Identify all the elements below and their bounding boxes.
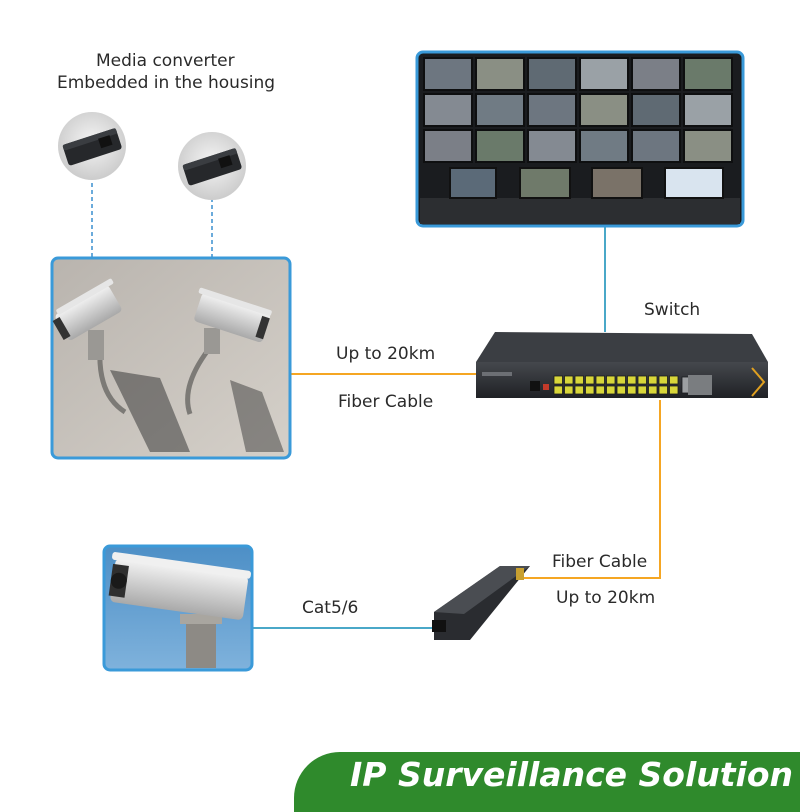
wall-cameras-photo [50, 256, 292, 460]
monitor-tile [475, 129, 525, 163]
monitor-tile [579, 129, 629, 163]
monitor-tile [475, 57, 525, 91]
ethernet-port [564, 375, 574, 385]
monitor-tile [631, 93, 681, 127]
ethernet-port [627, 385, 637, 395]
ethernet-port [658, 375, 668, 385]
ethernet-port [606, 375, 616, 385]
ethernet-port [564, 385, 574, 395]
ethernet-port [637, 385, 647, 395]
ethernet-port [553, 385, 563, 395]
video-wall-photo [415, 50, 745, 228]
monitor-tile [423, 57, 473, 91]
monitor-tile [579, 93, 629, 127]
network-switch [476, 332, 768, 398]
fiber-range-bottom-label: Up to 20km [556, 588, 656, 608]
ethernet-port [585, 385, 595, 395]
monitor-tile [579, 57, 629, 91]
media-converter-circle-right [178, 132, 246, 200]
wall-camera-left [52, 278, 127, 415]
fiber-cable-top-label: Fiber Cable [338, 392, 434, 412]
monitor-tile [423, 93, 473, 127]
monitor-grid [423, 57, 733, 163]
monitor-tile [527, 57, 577, 91]
ethernet-port [637, 375, 647, 385]
ethernet-port [553, 375, 563, 385]
ethernet-port [574, 375, 584, 385]
ethernet-port [616, 375, 626, 385]
monitor-tile [683, 57, 733, 91]
ethernet-port [585, 375, 595, 385]
ethernet-port [669, 385, 679, 395]
monitor-tile [631, 57, 681, 91]
ethernet-port [658, 385, 668, 395]
ethernet-port [627, 375, 637, 385]
monitor-tile [527, 129, 577, 163]
monitor-tile [683, 93, 733, 127]
fiber-cable-bottom-line [516, 400, 661, 579]
copper-cable-label: Cat5/6 [302, 598, 359, 618]
switch-label: Switch [644, 300, 701, 320]
ethernet-port [595, 375, 605, 385]
banner-title: IP Surveillance Solution [350, 755, 794, 794]
monitor-tile [423, 129, 473, 163]
ethernet-port [574, 385, 584, 395]
fiber-range-top-label: Up to 20km [336, 344, 436, 364]
media-converter-device [432, 566, 530, 640]
ethernet-port [669, 375, 679, 385]
monitor-tile [683, 129, 733, 163]
ethernet-port [648, 375, 658, 385]
outdoor-camera-photo [102, 544, 254, 672]
ethernet-port [606, 385, 616, 395]
fiber-cable-bottom-label: Fiber Cable [552, 552, 648, 572]
media-converter-circle-left [58, 112, 126, 180]
ethernet-port [595, 385, 605, 395]
media-converter-label-line1: Media converter [96, 51, 235, 71]
monitor-tile [475, 93, 525, 127]
monitor-tile [631, 129, 681, 163]
ethernet-port [616, 385, 626, 395]
media-converter-label-line2: Embedded in the housing [57, 73, 276, 93]
wall-camera-right [185, 287, 272, 415]
monitor-tile [527, 93, 577, 127]
ethernet-port [648, 385, 658, 395]
